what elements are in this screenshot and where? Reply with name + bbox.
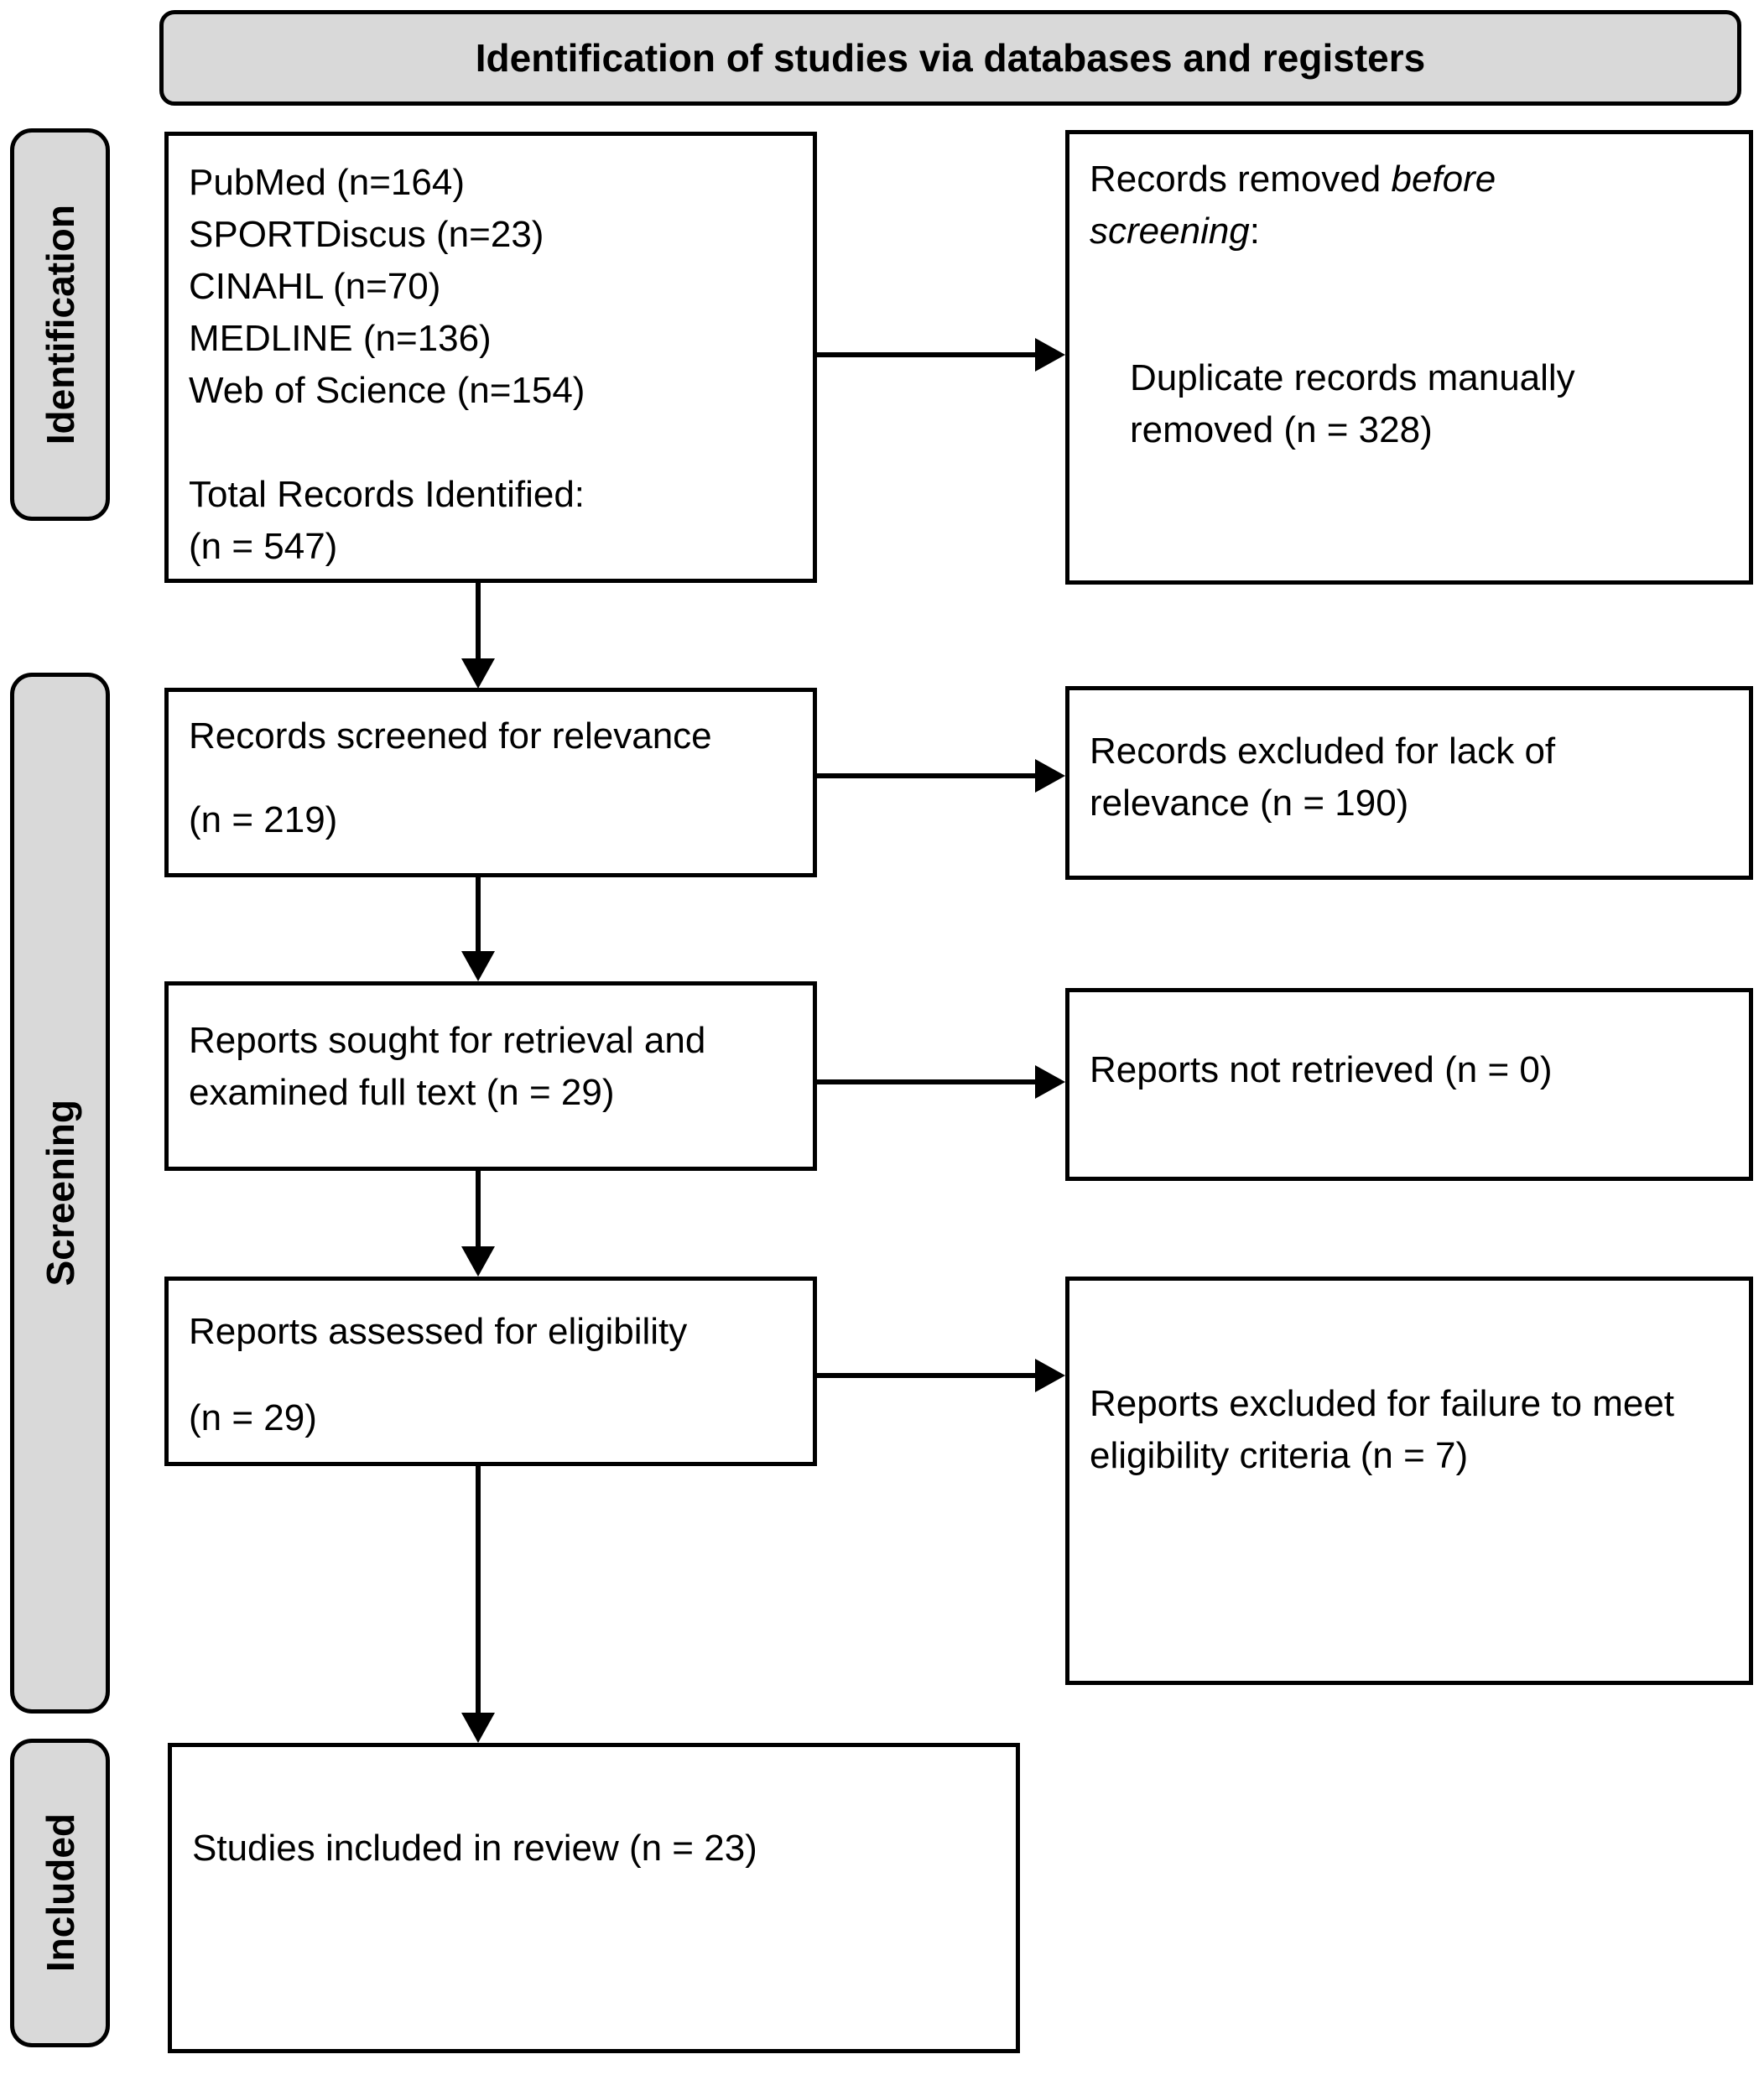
box-reports-sought: Reports sought for retrieval and examine… bbox=[164, 981, 817, 1171]
source-line-cinahl: CINAHL (n=70) bbox=[189, 266, 441, 307]
arrow-screened-to-excluded-stem bbox=[816, 773, 1037, 778]
records-removed-lead-suffix: : bbox=[1249, 211, 1261, 252]
stage-label-included-text: Included bbox=[38, 1813, 82, 1973]
diagram-title: Identification of studies via databases … bbox=[159, 10, 1741, 106]
box-reports-excluded-eligibility: Reports excluded for failure to meet eli… bbox=[1065, 1277, 1753, 1685]
arrow-right-icon bbox=[1035, 1359, 1065, 1392]
arrow-down-icon bbox=[461, 658, 495, 689]
records-screened-text: Records screened for relevance bbox=[189, 715, 712, 757]
stage-label-screening: Screening bbox=[10, 673, 110, 1714]
stage-label-identification: Identification bbox=[10, 128, 110, 521]
total-records-count: (n = 547) bbox=[189, 526, 338, 567]
box-studies-included: Studies included in review (n = 23) bbox=[168, 1743, 1020, 2053]
records-removed-lead-italic: before screening bbox=[1090, 159, 1496, 252]
source-line-medline: MEDLINE (n=136) bbox=[189, 318, 492, 359]
arrow-down-icon bbox=[461, 1713, 495, 1743]
total-records-label: Total Records Identified: bbox=[189, 474, 585, 515]
arrow-assessed-to-included-stem bbox=[476, 1465, 481, 1716]
stage-label-screening-text: Screening bbox=[38, 1100, 82, 1287]
source-line-pubmed: PubMed (n=164) bbox=[189, 162, 465, 203]
stage-label-included: Included bbox=[10, 1739, 110, 2047]
arrow-sources-to-screened-stem bbox=[476, 583, 481, 662]
box-reports-assessed: Reports assessed for eligibility (n = 29… bbox=[164, 1277, 817, 1466]
arrow-down-icon bbox=[461, 1246, 495, 1277]
box-records-excluded-relevance: Records excluded for lack of relevance (… bbox=[1065, 686, 1753, 880]
arrow-screened-to-sought-stem bbox=[476, 876, 481, 953]
source-line-sportdiscus: SPORTDiscus (n=23) bbox=[189, 214, 544, 255]
records-screened-count: (n = 219) bbox=[189, 799, 338, 840]
box-identification-sources: PubMed (n=164) SPORTDiscus (n=23) CINAHL… bbox=[164, 132, 817, 583]
reports-not-retrieved-text: Reports not retrieved (n = 0) bbox=[1090, 1049, 1553, 1090]
box-reports-not-retrieved: Reports not retrieved (n = 0) bbox=[1065, 988, 1753, 1181]
records-excluded-relevance-text: Records excluded for lack of relevance (… bbox=[1090, 731, 1556, 824]
arrow-right-icon bbox=[1035, 338, 1065, 372]
box-records-screened: Records screened for relevance (n = 219) bbox=[164, 688, 817, 877]
arrow-right-icon bbox=[1035, 759, 1065, 793]
box-records-removed-before-screening: Records removed before screening: Duplic… bbox=[1065, 130, 1753, 585]
arrow-down-icon bbox=[461, 951, 495, 981]
records-removed-heading: Records removed before screening: bbox=[1090, 153, 1559, 257]
reports-assessed-count: (n = 29) bbox=[189, 1397, 317, 1438]
arrow-sources-to-removed-stem bbox=[816, 352, 1037, 357]
studies-included-text: Studies included in review (n = 23) bbox=[192, 1828, 757, 1869]
records-removed-lead: Records removed bbox=[1090, 159, 1392, 200]
stage-label-identification-text: Identification bbox=[38, 204, 82, 445]
blank-line-spacer bbox=[189, 417, 798, 469]
reports-sought-text: Reports sought for retrieval and examine… bbox=[189, 1020, 706, 1113]
reports-assessed-text: Reports assessed for eligibility bbox=[189, 1311, 688, 1352]
arrow-right-icon bbox=[1035, 1065, 1065, 1099]
diagram-title-text: Identification of studies via databases … bbox=[475, 36, 1426, 80]
reports-excluded-eligibility-text: Reports excluded for failure to meet eli… bbox=[1090, 1383, 1675, 1476]
arrow-assessed-to-excluded-stem bbox=[816, 1373, 1037, 1378]
arrow-sought-to-not-retrieved-stem bbox=[816, 1079, 1037, 1084]
source-line-web-of-science: Web of Science (n=154) bbox=[189, 370, 585, 411]
arrow-sought-to-assessed-stem bbox=[476, 1170, 481, 1248]
duplicates-removed-text: Duplicate records manually removed (n = … bbox=[1130, 357, 1575, 450]
